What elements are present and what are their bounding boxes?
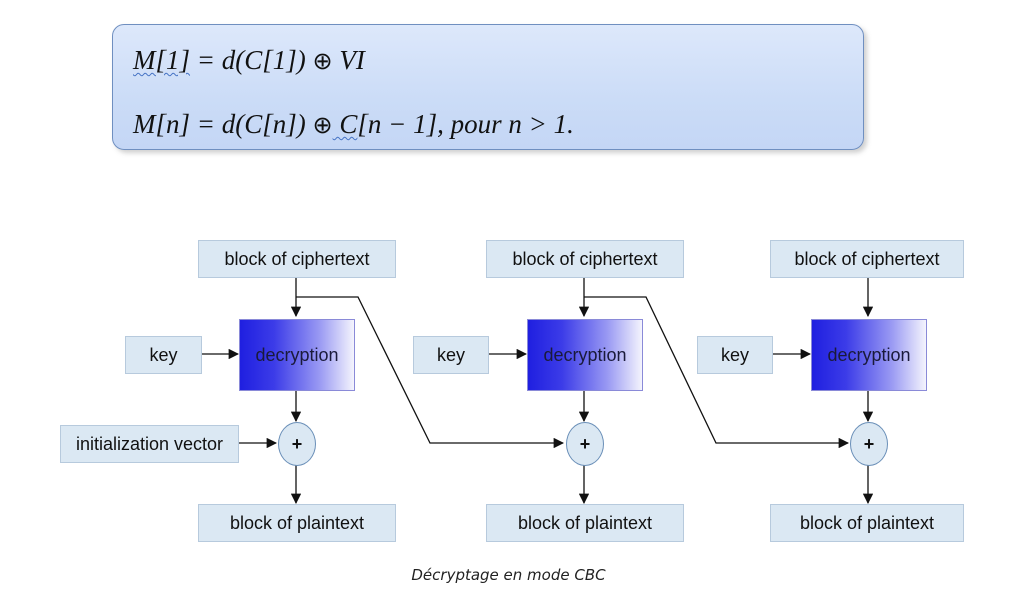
ciphertext-block-2: block of ciphertext [486,240,684,278]
formula-2-lhs: M[n] [133,109,191,139]
decryption-block-2: decryption [527,319,643,391]
xor-operator-icon: ⊕ [312,47,333,75]
decryption-block-1: decryption [239,319,355,391]
formula-1-lhs: M[1] [133,45,191,75]
formula-2-tail: [n − 1], pour n > 1. [357,109,574,139]
formula-2-mid: = d(C[n]) [190,109,313,139]
formula-line-1: M[1] = d(C[1]) ⊕ VI [133,45,365,76]
formula-panel: M[1] = d(C[1]) ⊕ VI M[n] = d(C[n]) ⊕ C[n… [112,24,864,150]
plaintext-block-2: block of plaintext [486,504,684,542]
xor-node-1: + [278,422,316,466]
key-box-2: key [413,336,489,374]
initialization-vector-box: initialization vector [60,425,239,463]
decryption-block-3: decryption [811,319,927,391]
xor-operator-icon: ⊕ [312,111,333,139]
plaintext-block-3: block of plaintext [770,504,964,542]
plaintext-block-1: block of plaintext [198,504,396,542]
formula-line-2: M[n] = d(C[n]) ⊕ C[n − 1], pour n > 1. [133,109,574,140]
key-box-3: key [697,336,773,374]
xor-node-2: + [566,422,604,466]
xor-node-3: + [850,422,888,466]
figure-caption: Décryptage en mode CBC [411,566,606,584]
ciphertext-block-1: block of ciphertext [198,240,396,278]
formula-1-rest: = d(C[1]) [190,45,313,75]
ciphertext-block-3: block of ciphertext [770,240,964,278]
formula-1-tail: VI [332,45,365,75]
formula-2-c: C [332,109,358,139]
key-box-1: key [125,336,202,374]
